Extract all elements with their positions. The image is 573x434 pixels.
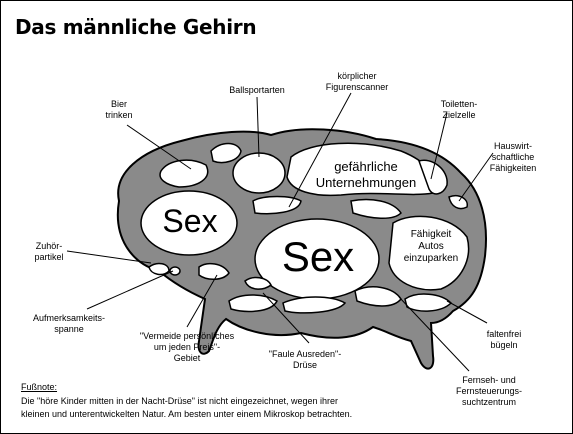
region-house (448, 195, 468, 210)
label-toilet: Toiletten- Zielzelle (440, 99, 478, 120)
region-listen (148, 262, 170, 276)
region-mid-strip (252, 195, 302, 215)
region-excuse (282, 296, 347, 314)
leader-avoid (186, 274, 218, 328)
label-tv: Fernseh- und Fernsteuerungs- suchtzentru… (455, 375, 523, 407)
region-parking (388, 215, 470, 291)
sex-left-label: Sex (162, 203, 218, 239)
region-small-mid (244, 276, 272, 290)
danger-label: gefährliche Unternehmungen (315, 159, 417, 190)
parking-label: Fähigkeit Autos einzuparken (403, 229, 459, 264)
region-lower-left (228, 294, 278, 313)
region-beer (159, 159, 209, 188)
label-house: Hauswirt- schaftliche Fähigkeiten (489, 141, 537, 173)
leader-ball (256, 96, 260, 158)
leader-listen (66, 250, 152, 264)
leader-beer (126, 124, 192, 170)
label-attention: Aufmerksamkeits- spanne (32, 313, 105, 334)
region-upper-left (210, 142, 242, 164)
leader-fold (446, 300, 488, 324)
region-right-strip (350, 198, 402, 219)
label-listen: Zuhör- partikel (34, 241, 64, 262)
label-excuse: "Faule Ausreden"- Drüse (268, 349, 342, 370)
footnote-text: Die "höre Kinder mitten in der Nacht-Drü… (21, 396, 353, 419)
label-fold: faltenfrei bügeln (486, 329, 522, 350)
region-avoid (198, 262, 230, 280)
leader-tv (398, 296, 470, 372)
leader-excuse (262, 292, 310, 344)
label-scanner: körplicher Figurenscanner (325, 71, 389, 92)
label-ball: Ballsportarten (229, 85, 285, 95)
region-listen-small (169, 266, 181, 276)
label-beer: Bier trinken (105, 99, 133, 120)
region-sex-left (140, 190, 238, 256)
sex-center-label: Sex (281, 233, 355, 280)
leader-scanner (288, 92, 352, 208)
region-ball (232, 152, 286, 194)
page-title: Das männliche Gehirn (15, 15, 257, 39)
leader-attention (86, 270, 174, 310)
footnote-heading: Fußnote: (21, 382, 58, 392)
label-avoid: "Vermeide persönliches um jeden Preis"- … (139, 331, 235, 363)
leader-house (458, 152, 494, 202)
region-toilet (418, 159, 448, 195)
leader-toilet (430, 112, 448, 180)
